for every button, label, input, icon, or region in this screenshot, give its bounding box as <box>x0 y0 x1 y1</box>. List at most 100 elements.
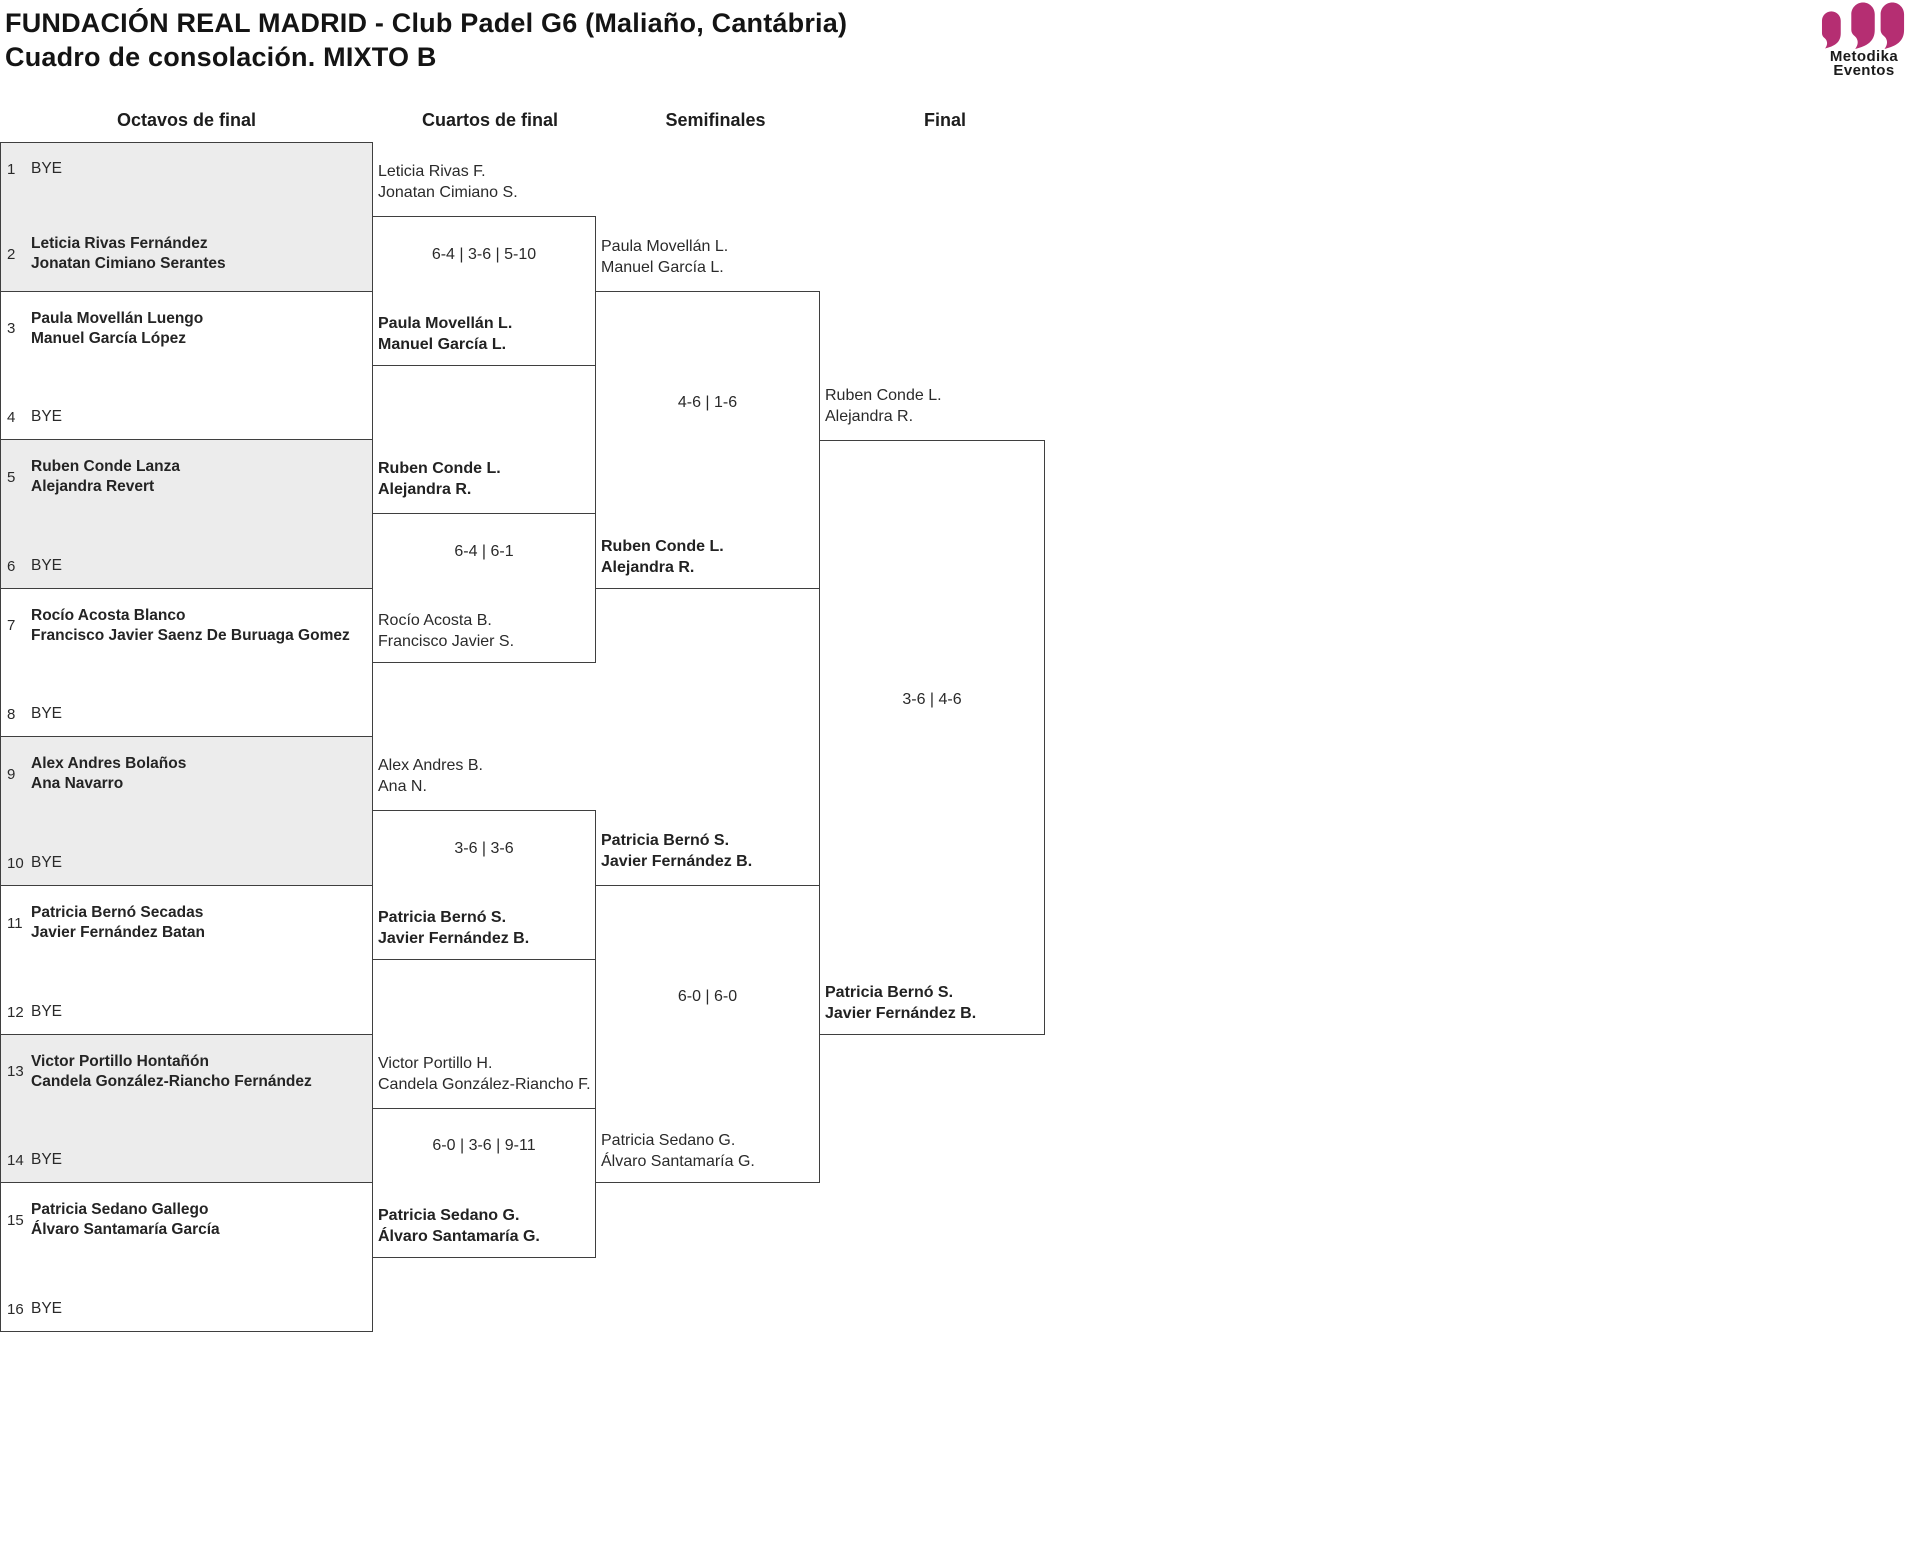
r16-slot-1: 1 BYE <box>1 143 372 217</box>
r16-slot-2: 2 Leticia Rivas Fernández Jonatan Cimian… <box>1 217 372 291</box>
sf1-match-box <box>595 291 820 589</box>
r16-match-1: 1 BYE 2 Leticia Rivas Fernández Jonatan … <box>0 142 373 292</box>
bye-label: BYE <box>31 1151 63 1169</box>
team-name: Patricia Bernó Secadas <box>31 904 204 921</box>
qf1-score: 6-4 | 3-6 | 5-10 <box>431 246 537 263</box>
team-name: Jonatan Cimiano Serantes <box>31 255 226 272</box>
r16-slot-7: 7 Rocío Acosta Blanco Francisco Javier S… <box>1 589 372 663</box>
round-header-final: Final <box>923 110 966 130</box>
qf1-top-team: Leticia Rivas F.Jonatan Cimiano S. <box>378 163 518 201</box>
r16-slot-9: 9 Alex Andres Bolaños Ana Navarro <box>1 737 372 811</box>
r16-slot-15: 15 Patricia Sedano Gallego Álvaro Santam… <box>1 1183 372 1257</box>
r16-slot-10: 10 BYE <box>1 811 372 885</box>
sf1-top-team: Paula Movellán L.Manuel García L. <box>601 238 729 276</box>
qf3-bottom-team: Patricia Bernó S.Javier Fernández B. <box>378 909 530 947</box>
seed-number: 3 <box>7 320 16 338</box>
seed-number: 6 <box>7 557 16 575</box>
team-name: Manuel García López <box>31 329 187 347</box>
r16-slot-11: 11 Patricia Bernó Secadas Javier Fernánd… <box>1 886 372 960</box>
r16-slot-8: 8 BYE <box>1 663 372 737</box>
page-subtitle: Cuadro de consolación. MIXTO B <box>5 42 437 72</box>
bye-label: BYE <box>31 557 63 574</box>
r16-slot-4: 4 BYE <box>1 366 372 440</box>
r16-match-8: 15 Patricia Sedano Gallego Álvaro Santam… <box>0 1182 373 1332</box>
final-score: 3-6 | 4-6 <box>902 691 962 708</box>
seed-number: 10 <box>7 854 24 872</box>
bye-label: BYE <box>31 705 63 723</box>
r16-match-2: 3 Paula Movellán Luengo Manuel García Ló… <box>0 291 373 440</box>
title-block: FUNDACIÓN REAL MADRID - Club Padel G6 (M… <box>5 6 847 74</box>
bye-label: BYE <box>31 408 63 426</box>
seed-number: 2 <box>7 245 16 263</box>
r16-slot-14: 14 BYE <box>1 1109 372 1183</box>
qf2-bottom-team: Rocío Acosta B.Francisco Javier S. <box>378 612 515 650</box>
round-header-semis: Semifinales <box>665 110 766 130</box>
sf2-score: 6-0 | 6-0 <box>677 988 738 1005</box>
seed-number: 4 <box>7 408 16 426</box>
seed-number: 16 <box>7 1300 24 1318</box>
r16-slot-6: 6 BYE <box>1 514 372 588</box>
sf1-bottom-team: Ruben Conde L.Alejandra R. <box>601 538 724 576</box>
qf3-score: 3-6 | 3-6 <box>454 840 514 857</box>
team-name: Victor Portillo Hontañón <box>31 1052 209 1070</box>
sf2-match-box <box>595 885 820 1183</box>
final-match-box <box>819 440 1045 1035</box>
qf4-score: 6-0 | 3-6 | 9-11 <box>432 1137 536 1154</box>
r16-match-4: 7 Rocío Acosta Blanco Francisco Javier S… <box>0 588 373 737</box>
qf1-bottom-team: Paula Movellán L.Manuel García L. <box>378 315 513 353</box>
bye-label: BYE <box>31 854 63 871</box>
round-header-cuartos: Cuartos de final <box>421 110 559 130</box>
qf2-match-box <box>372 513 596 663</box>
logo-brand-line1: Metodika <box>1829 48 1899 65</box>
qf4-bottom-team: Patricia Sedano G.Álvaro Santamaría G. <box>378 1207 540 1245</box>
sf2-bottom-team: Patricia Sedano G.Álvaro Santamaría G. <box>601 1132 755 1170</box>
r16-slot-16: 16 BYE <box>1 1257 372 1331</box>
qf4-top-team: Victor Portillo H.Candela González-Rianc… <box>378 1055 591 1093</box>
seed-number: 15 <box>7 1211 24 1229</box>
team-name: Ana Navarro <box>31 775 124 792</box>
team-name: Alejandra Revert <box>31 478 155 495</box>
r16-slot-3: 3 Paula Movellán Luengo Manuel García Ló… <box>1 292 372 366</box>
seed-number: 11 <box>7 914 23 932</box>
metodika-logo: Metodika Eventos <box>1808 2 1920 78</box>
seed-number: 1 <box>7 160 16 178</box>
r16-slot-13: 13 Victor Portillo Hontañón Candela Gonz… <box>1 1035 372 1109</box>
team-name: Francisco Javier Saenz De Buruaga Gomez <box>31 626 350 644</box>
team-name: Paula Movellán Luengo <box>31 309 204 327</box>
qf3-top-team: Alex Andres B.Ana N. <box>378 757 483 795</box>
r16-match-6: 11 Patricia Bernó Secadas Javier Fernánd… <box>0 885 373 1035</box>
team-name: Javier Fernández Batan <box>31 924 206 941</box>
qf2-score: 6-4 | 6-1 <box>454 543 514 560</box>
seed-number: 8 <box>7 705 16 723</box>
sf1-score: 4-6 | 1-6 <box>677 394 738 411</box>
seed-number: 5 <box>7 468 16 486</box>
round-header-octavos: Octavos de final <box>116 110 257 130</box>
seed-number: 14 <box>7 1151 24 1169</box>
r16-match-7: 13 Victor Portillo Hontañón Candela Gonz… <box>0 1034 373 1183</box>
logo-brand-line2: Eventos <box>1833 62 1895 79</box>
team-name: Candela González-Riancho Fernández <box>31 1072 312 1090</box>
seed-number: 13 <box>7 1063 24 1081</box>
team-name: Rocío Acosta Blanco <box>31 606 186 624</box>
r16-slot-5: 5 Ruben Conde Lanza Alejandra Revert <box>1 440 372 514</box>
seed-number: 7 <box>7 617 16 635</box>
team-name: Patricia Sedano Gallego <box>31 1201 209 1218</box>
r16-slot-12: 12 BYE <box>1 960 372 1034</box>
bye-label: BYE <box>31 1300 63 1317</box>
metodika-m-icon <box>1821 2 1905 49</box>
team-name: Ruben Conde Lanza <box>31 458 180 475</box>
seed-number: 9 <box>7 765 16 783</box>
seed-number: 12 <box>7 1003 24 1021</box>
team-name: Alex Andres Bolaños <box>31 755 187 772</box>
final-bottom-team: Patricia Bernó S.Javier Fernández B. <box>825 984 977 1022</box>
r16-match-5: 9 Alex Andres Bolaños Ana Navarro 10 BYE <box>0 736 373 886</box>
bye-label: BYE <box>31 1003 63 1020</box>
r16-match-3: 5 Ruben Conde Lanza Alejandra Revert 6 B… <box>0 439 373 589</box>
team-name: Álvaro Santamaría García <box>31 1221 220 1238</box>
qf4-match-box <box>372 1108 596 1258</box>
qf2-top-team: Ruben Conde L.Alejandra R. <box>378 460 501 498</box>
final-top-team: Ruben Conde L.Alejandra R. <box>825 387 942 425</box>
bye-label: BYE <box>31 160 63 177</box>
team-name: Leticia Rivas Fernández <box>31 235 208 252</box>
sf2-top-team: Patricia Bernó S.Javier Fernández B. <box>601 832 753 870</box>
